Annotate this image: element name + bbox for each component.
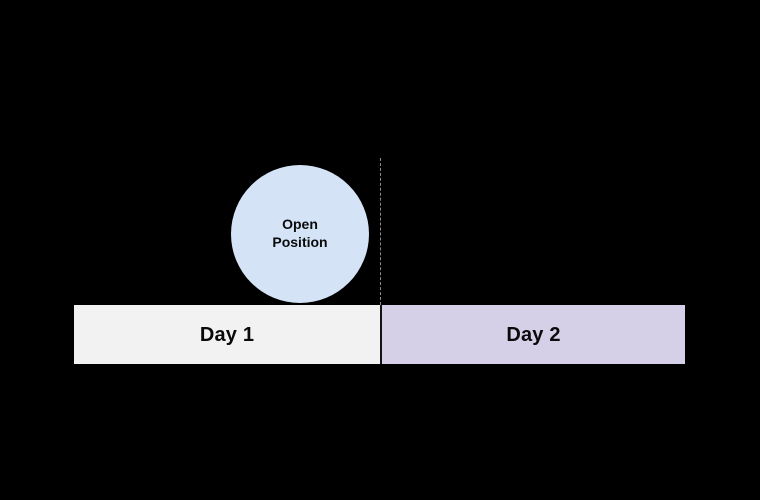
day-boundary-dashed-line <box>380 158 381 305</box>
timeline-segment-day2-label: Day 2 <box>506 323 561 346</box>
open-position-label-line1: Open <box>282 216 318 233</box>
open-position-node[interactable]: Open Position <box>231 165 369 303</box>
timeline-segment-day1-label: Day 1 <box>199 323 255 346</box>
open-position-label-line2: Position <box>272 234 328 250</box>
timeline-segment-day1[interactable]: Day 1 <box>74 305 380 364</box>
timeline-segment-day2[interactable]: Day 2 <box>380 305 685 364</box>
